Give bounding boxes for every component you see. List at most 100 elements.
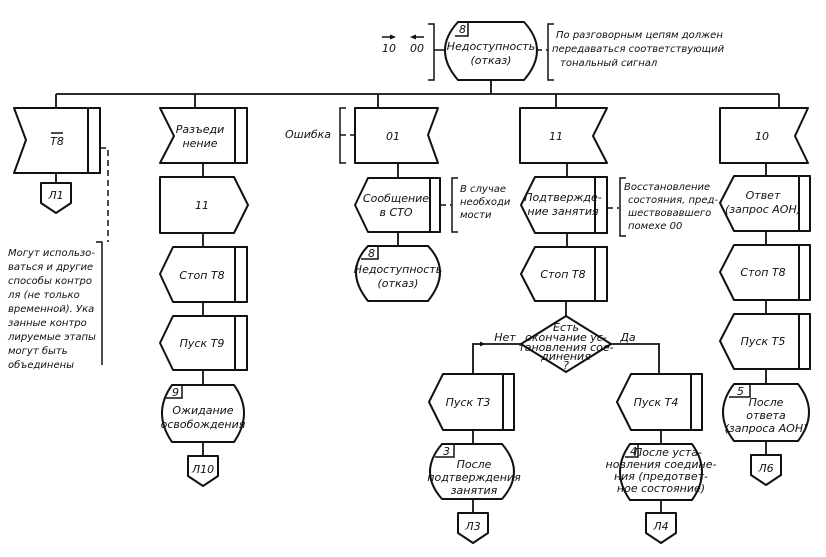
comment-line: Восстановление	[624, 182, 710, 193]
task-label: Пуск T5	[741, 335, 786, 348]
col4-no-connector-l3[interactable]: Л3	[457, 512, 489, 544]
col4-task-confirm-seizure[interactable]: Подтвержде- ние занятия	[520, 176, 608, 234]
state-label-line2: (отказ)	[378, 277, 419, 290]
state-label-line: занятия	[451, 484, 498, 497]
branch-drops	[55, 94, 780, 108]
task-label-line1: Ответ	[746, 189, 781, 202]
connector-label: Л10	[191, 463, 214, 476]
state-label-line2: (отказ)	[471, 54, 512, 67]
top-comment-line2: передаваться соответствующий	[552, 44, 725, 55]
task-label-line2: ние занятия	[527, 205, 599, 218]
comment-line: В случае	[460, 184, 506, 195]
task-label: Стоп T8	[740, 266, 785, 279]
output-label: 11	[195, 199, 209, 212]
col5-connector-l6[interactable]: Л6	[750, 454, 782, 486]
branch-yes-label: Да	[619, 331, 636, 344]
comment-line: ваться и другие	[8, 262, 93, 273]
comment-line: занные контро	[8, 318, 87, 329]
comment-line: объединены	[8, 359, 74, 371]
col1-comment-link	[100, 147, 109, 242]
comment-line: могут быть	[8, 345, 68, 357]
comment-line: мости	[460, 210, 492, 221]
comment-line: состояния, пред-	[628, 195, 718, 206]
top-comment-line1: По разговорным цепям должен	[556, 30, 723, 41]
state-label-line: ное состояние)	[617, 482, 705, 495]
comment-line: необходи	[460, 196, 511, 208]
state-label-line: После	[457, 458, 492, 471]
col3-input-01[interactable]: 01	[354, 107, 439, 164]
col2-task-start-t9[interactable]: Пуск T9	[159, 315, 248, 371]
task-label-line2: (запрос АОН)	[725, 203, 801, 216]
comment-line: шествовавшего	[628, 208, 711, 219]
top-right-bracket	[547, 23, 554, 81]
state-label-line1: Недоступность	[354, 263, 442, 276]
state-label-line: ответа	[746, 409, 786, 422]
col4-task-stop-t8[interactable]: Стоп T8	[520, 246, 608, 302]
col5-state-after-answer[interactable]: 5 После ответа (запроса АОН)	[722, 383, 810, 442]
state-label-line1: Ожидание	[172, 404, 233, 417]
state-label-line: новления соедине-	[606, 458, 717, 471]
task-label: Пуск T3	[446, 396, 491, 409]
col4-yes-task-start-t4[interactable]: Пуск T4	[616, 373, 703, 431]
input-label-line2: нение	[182, 137, 217, 150]
col1-connector-l1[interactable]: Л1	[40, 182, 72, 214]
input-label: 11	[549, 130, 563, 143]
decision-line: ?	[563, 359, 569, 372]
state-number: 5	[737, 385, 744, 398]
top-state-unavailable[interactable]: 8 Недоступность (отказ)	[444, 21, 538, 81]
signal-00-label: 00	[410, 42, 424, 55]
col5-task-stop-t8[interactable]: Стоп T8	[719, 244, 811, 301]
decision-line: Есть	[553, 321, 579, 334]
branch-no-line	[472, 343, 521, 374]
branch-no-label: Нет	[494, 331, 516, 344]
state-label-line: (запроса АОН)	[725, 422, 808, 435]
col4-yes-state-after-connection[interactable]: 4 После уста- новления соедине- ния (пре…	[606, 443, 717, 501]
error-comment: Ошибка	[285, 128, 331, 141]
decision-line: окончание ус-	[525, 331, 607, 344]
col2-connector-l10[interactable]: Л10	[187, 455, 219, 487]
state-label-line: После уста-	[634, 446, 702, 459]
top-left-bracket	[428, 23, 446, 81]
connector-label: Л6	[757, 462, 773, 475]
col2-output-11[interactable]: 11	[159, 176, 249, 234]
col5-input-10[interactable]: 10	[719, 107, 809, 164]
col1-input-t8[interactable]: T8	[13, 107, 101, 174]
col4-task-comment-bracket	[619, 177, 626, 237]
col1-comment-bracket	[96, 241, 103, 365]
input-label: T8	[50, 135, 64, 148]
col3-state-unavailable[interactable]: 8 Недоступность (отказ)	[354, 245, 442, 302]
col3-task-message-sto[interactable]: Сообщение в СТО	[354, 177, 441, 233]
task-label: Стоп T8	[540, 268, 585, 281]
col5-task-answer-aon[interactable]: Ответ (запрос АОН)	[719, 175, 811, 232]
col2-task-stop-t8[interactable]: Стоп T8	[159, 246, 248, 303]
state-number: 9	[172, 386, 179, 399]
input-label-line1: Разъеди	[176, 123, 225, 136]
col4-decision-connection-complete[interactable]: Есть окончание ус- тановления сое- динен…	[518, 315, 614, 373]
branch-no-arrow-icon	[480, 341, 485, 347]
col5-task-start-t5[interactable]: Пуск T5	[719, 313, 811, 370]
comment-line: Могут использо-	[8, 248, 95, 259]
connector-label: Л4	[652, 520, 668, 533]
connector-label: Л1	[47, 189, 63, 202]
task-label-line1: Сообщение	[363, 192, 429, 205]
col1-comment: Могут использо- ваться и другие способы …	[7, 248, 96, 371]
col2-state-waiting-release[interactable]: 9 Ожидание освобождения	[161, 384, 246, 443]
col4-input-11[interactable]: 11	[519, 107, 608, 164]
task-label: Пуск T4	[634, 396, 679, 409]
col4-no-task-start-t3[interactable]: Пуск T3	[428, 373, 515, 431]
col4-yes-connector-l4[interactable]: Л4	[645, 512, 677, 544]
comment-line: временной). Ука	[8, 304, 94, 315]
branch-yes-line	[611, 343, 660, 374]
state-number: 3	[443, 445, 450, 458]
state-number: 4	[630, 445, 637, 458]
col2-input-disconnect[interactable]: Разъеди нение	[159, 107, 248, 164]
task-label: Пуск T9	[180, 337, 225, 350]
state-label-line1: Недоступность	[447, 40, 535, 53]
col4-no-state-after-confirm[interactable]: 3 После подтверждения занятия	[427, 443, 521, 500]
col3-task-comment-bracket	[451, 177, 458, 233]
state-label-line2: освобождения	[161, 418, 246, 431]
comment-line: ля (не только	[7, 290, 80, 301]
state-label-line: После	[749, 396, 784, 409]
state-label-line: ния (предответ-	[614, 470, 708, 483]
